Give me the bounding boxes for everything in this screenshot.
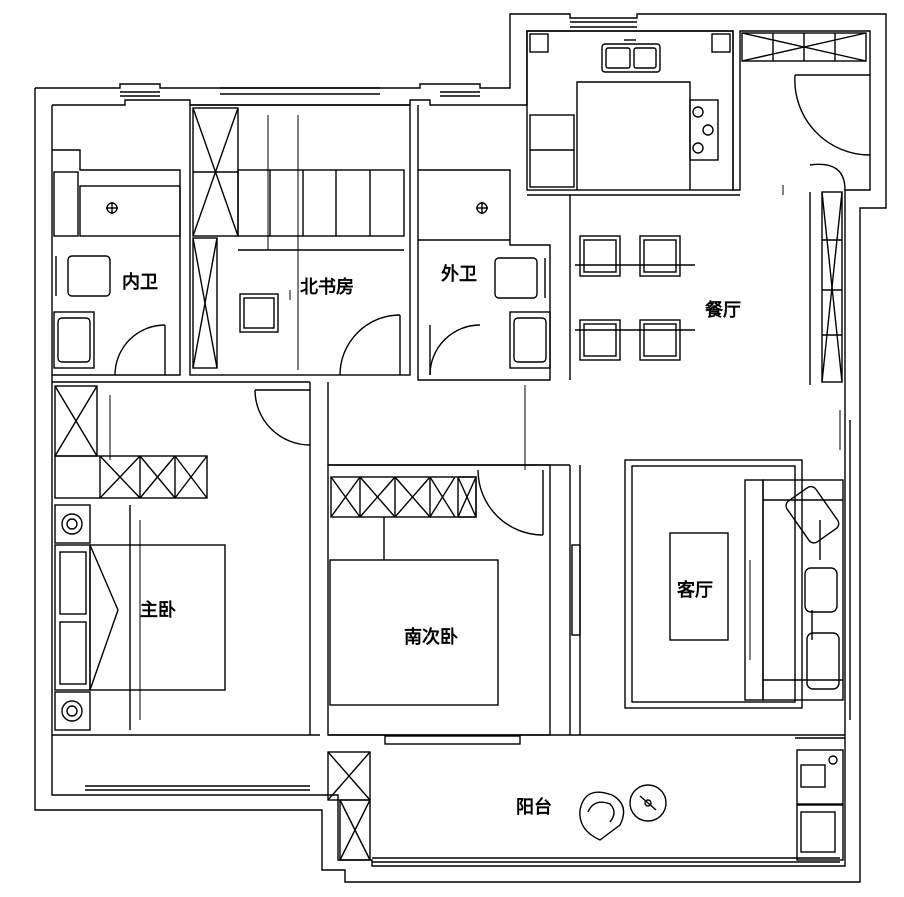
sink-icon [601, 39, 661, 73]
label-south-bedroom: 南次卧 [404, 626, 458, 648]
label-north-study: 北书房 [300, 276, 354, 298]
north-study-furniture [189, 104, 411, 376]
lounge-chair-icon [579, 791, 625, 841]
living-room-furniture [571, 459, 844, 709]
stove-icon [689, 99, 719, 161]
label-outer-bath: 外卫 [441, 263, 477, 285]
label-inner-bath: 内卫 [122, 271, 158, 293]
balcony-furniture [327, 737, 845, 861]
room-labels: 内卫 北书房 外卫 餐厅 主卧 南次卧 客厅 阳台 [122, 263, 741, 818]
south-bedroom-furniture [327, 464, 551, 745]
round-table-icon [629, 784, 667, 822]
fridge-icon [529, 114, 575, 188]
master-bedroom-furniture [54, 385, 226, 731]
outer-bath-fixtures [417, 105, 551, 381]
exterior-walls [34, 13, 887, 883]
entry-area [741, 32, 871, 191]
kitchen [526, 30, 740, 196]
label-master-bedroom: 主卧 [140, 599, 176, 621]
inner-bath-fixtures [52, 149, 181, 376]
label-dining: 餐厅 [704, 299, 741, 321]
partitions [52, 381, 845, 736]
label-living-room: 客厅 [677, 579, 713, 601]
dining-furniture [569, 191, 843, 385]
label-balcony: 阳台 [516, 796, 552, 818]
dimension-marks [109, 115, 841, 720]
